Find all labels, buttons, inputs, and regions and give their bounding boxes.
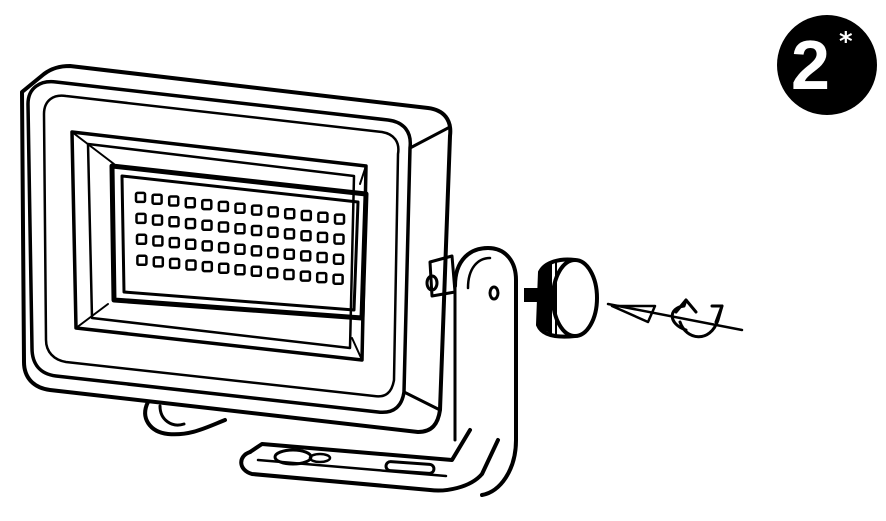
hinge-block — [143, 400, 227, 437]
led-chip — [135, 212, 147, 225]
led-chip — [317, 211, 329, 224]
led-chip — [316, 231, 329, 244]
led-chip — [283, 228, 296, 240]
led-panel — [109, 163, 369, 321]
led-chip — [201, 219, 213, 232]
step-badge: 2 * — [777, 15, 877, 115]
led-chip — [217, 262, 230, 274]
step-asterisk: * — [839, 27, 853, 57]
led-chip — [136, 254, 148, 267]
led-chip — [250, 204, 263, 216]
led-chip — [332, 273, 344, 285]
led-chip — [185, 259, 197, 271]
led-chip — [217, 241, 230, 254]
insertion-arrow — [606, 302, 744, 332]
led-chip — [267, 206, 279, 218]
led-chip — [250, 265, 263, 278]
led-chip — [234, 243, 246, 256]
led-chip — [201, 260, 214, 273]
led-chip — [134, 191, 147, 204]
led-chip — [168, 257, 181, 270]
led-chip — [315, 271, 328, 284]
led-chip — [184, 197, 197, 209]
step-number: 2 — [791, 26, 830, 104]
led-chip — [283, 207, 296, 220]
bracket-foot — [239, 428, 500, 493]
floodlight-housing — [20, 64, 453, 434]
led-chip — [299, 250, 312, 262]
led-chip — [152, 235, 164, 247]
led-chip — [250, 224, 263, 237]
led-chip — [332, 253, 345, 265]
led-chip — [201, 198, 213, 211]
led-chip — [234, 264, 246, 276]
led-chip — [250, 245, 263, 257]
led-chip — [333, 233, 345, 245]
led-chip — [316, 251, 328, 264]
led-chip — [267, 246, 279, 259]
led-chip — [168, 216, 180, 228]
bracket-hole — [488, 285, 500, 301]
led-chip — [299, 270, 312, 282]
led-chip — [151, 193, 163, 205]
led-chip — [267, 226, 279, 238]
led-chip — [184, 217, 197, 230]
led-chip — [184, 238, 197, 251]
led-chip — [283, 248, 296, 260]
led-chip — [234, 202, 246, 215]
led-chip — [168, 236, 181, 249]
led-chip — [266, 267, 279, 279]
knob-icon — [524, 257, 599, 339]
led-chip — [300, 209, 313, 222]
led-chip — [201, 240, 213, 252]
led-chip — [217, 200, 230, 213]
rotate-clockwise-icon — [670, 298, 724, 339]
led-chip — [151, 214, 164, 226]
bracket-arm — [425, 246, 518, 497]
led-chip — [135, 233, 148, 246]
led-chip — [234, 223, 246, 235]
led-chip — [283, 268, 295, 281]
led-chip — [152, 256, 165, 268]
led-grid — [134, 191, 346, 285]
led-chip — [333, 213, 346, 225]
led-chip — [217, 221, 230, 233]
led-chip — [300, 229, 312, 242]
front-bezel — [70, 130, 368, 362]
led-chip — [167, 195, 180, 207]
